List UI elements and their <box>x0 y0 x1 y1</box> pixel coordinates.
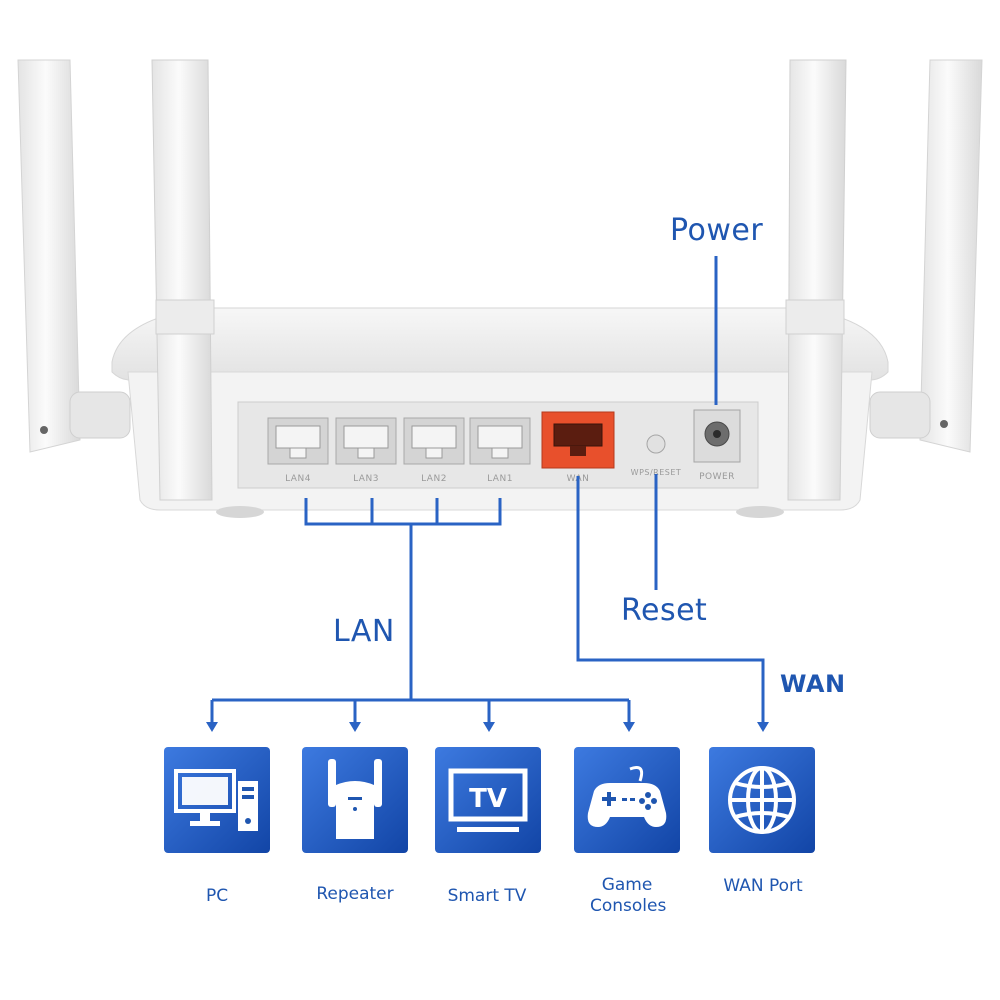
repeater-icon <box>302 747 408 853</box>
port-label-lan4: LAN4 <box>285 474 311 484</box>
power-jack <box>693 409 741 463</box>
port-label-lan1: LAN1 <box>487 474 513 484</box>
port-label-lan3: LAN3 <box>353 474 379 484</box>
callout-reset: Reset <box>621 593 708 628</box>
router-body <box>111 307 889 518</box>
port-lan3 <box>335 417 397 465</box>
port-lan1 <box>469 417 531 465</box>
port-lan4 <box>267 417 329 465</box>
hinge-left <box>69 391 131 439</box>
line-wan <box>576 476 765 722</box>
pc-icon <box>164 747 270 853</box>
antenna-back-right <box>919 59 983 453</box>
port-label-power: POWER <box>699 472 735 482</box>
device-label-repeater: Repeater <box>316 884 394 904</box>
antenna-front-right <box>785 59 847 501</box>
antenna-front-left <box>151 59 215 501</box>
antenna-back-left <box>17 59 81 453</box>
hinge-right <box>869 391 931 439</box>
line-device-bus <box>210 698 631 722</box>
arrowheads <box>206 722 769 732</box>
callout-lan: LAN <box>333 614 395 649</box>
port-lan2 <box>403 417 465 465</box>
port-label-lan2: LAN2 <box>421 474 447 484</box>
device-label-smart-tv: Smart TV <box>447 886 527 906</box>
port-label-wps-reset: WPS/RESET <box>631 468 682 477</box>
gamepad-icon <box>574 747 680 853</box>
globe-icon <box>709 747 815 853</box>
device-label-pc: PC <box>205 886 229 906</box>
port-wan <box>541 411 615 469</box>
line-lan-bracket <box>304 498 502 526</box>
callout-wan: WAN <box>780 670 846 698</box>
tv-screen-text: TV <box>469 784 507 814</box>
device-label-game-consoles: Game Consoles <box>590 875 667 916</box>
tv-icon: TV <box>435 747 541 853</box>
connector-lines <box>210 256 765 722</box>
reset-button <box>646 434 666 454</box>
device-label-wan-port: WAN Port <box>723 876 803 896</box>
callout-power: Power <box>670 213 764 248</box>
